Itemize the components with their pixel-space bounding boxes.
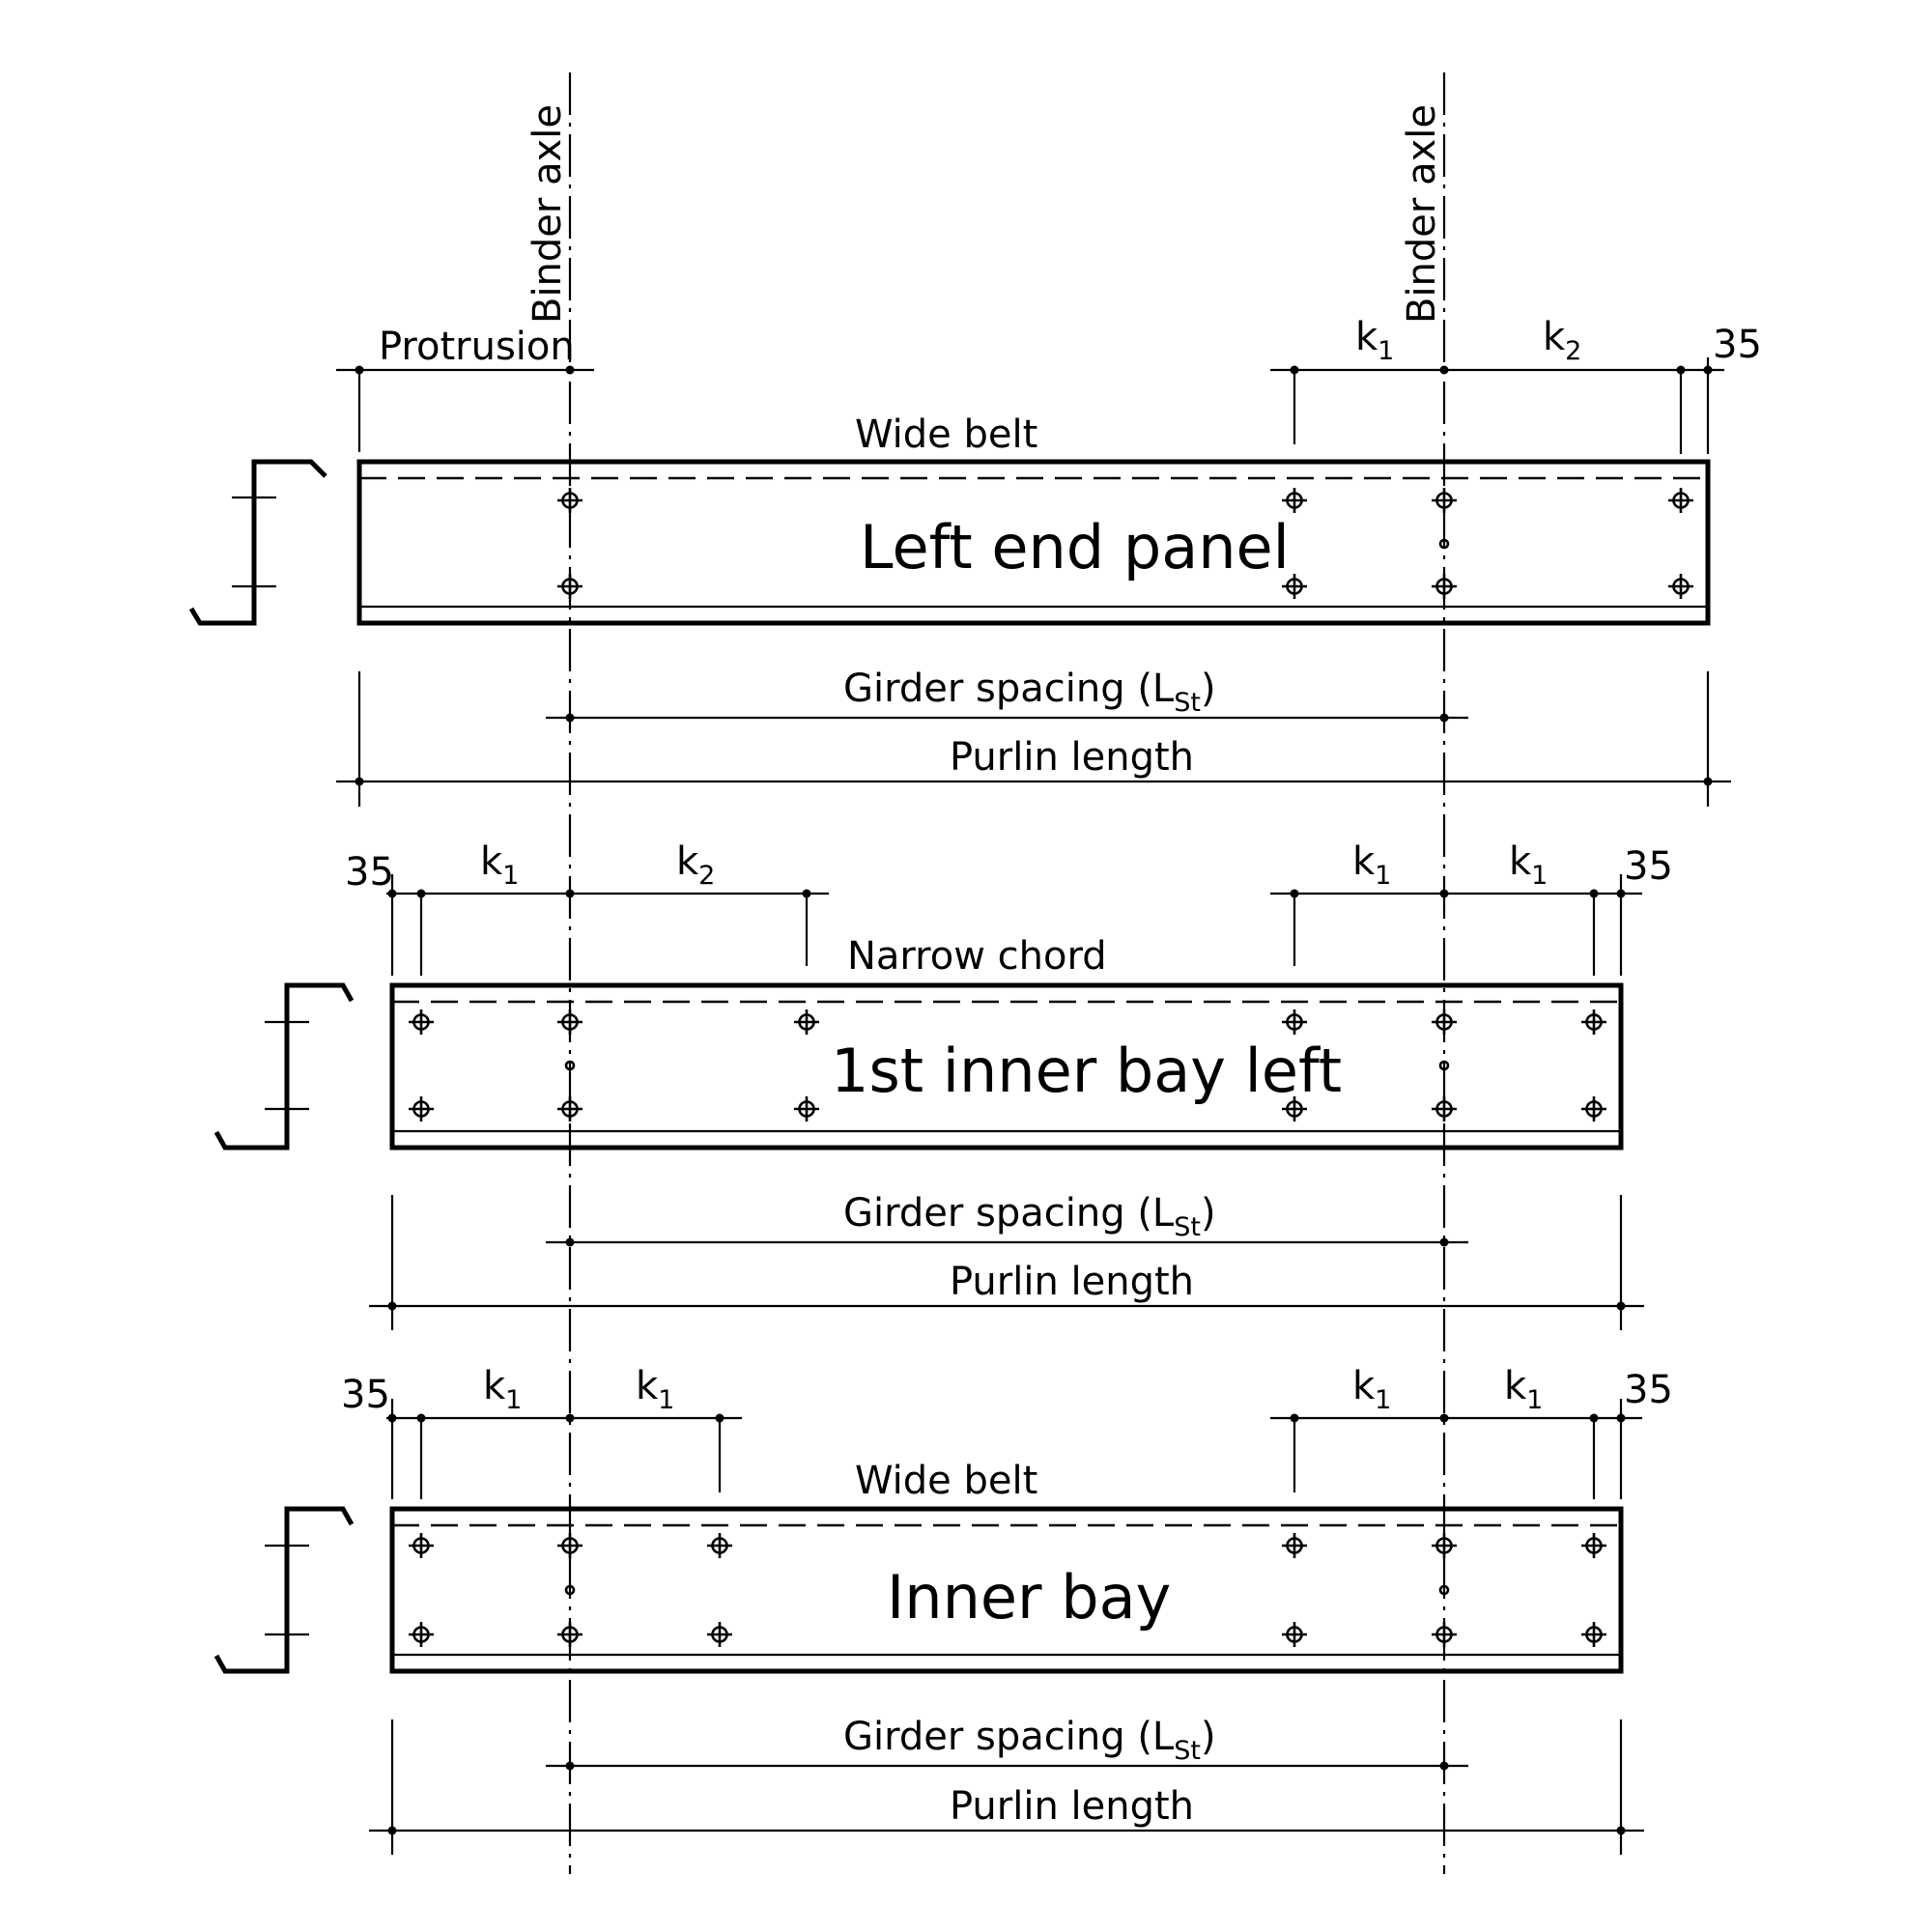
chord-label: Wide belt [855, 1459, 1037, 1503]
girder-spacing-label: Girder spacing (LSt) [843, 1191, 1216, 1242]
purlin-length-label: Purlin length [950, 1784, 1194, 1829]
purlin-length-label: Purlin length [950, 735, 1194, 780]
k2-label: k2 [676, 839, 715, 891]
panel-title: Inner bay [887, 1562, 1171, 1633]
chord-label: Wide belt [855, 412, 1037, 457]
panel-inner-bay: 35 k1 k1 k1 k1 35 Wide belt Inner bay [213, 1364, 1673, 1855]
binder-axle-label-right: Binder axle [1400, 104, 1444, 324]
panel-left-end: Protrusion k1 k2 35 Wide belt Left end p… [188, 315, 1762, 807]
edge-35-label-right: 35 [1624, 844, 1673, 889]
girder-spacing-label: Girder spacing (LSt) [843, 667, 1216, 718]
bolt-holes [407, 1531, 1608, 1649]
k1-label-right-a: k1 [1352, 839, 1391, 891]
k2-label: k2 [1543, 315, 1581, 366]
girder-spacing-label: Girder spacing (LSt) [843, 1715, 1216, 1766]
k1-label-right-b: k1 [1509, 839, 1548, 891]
k1-label-left-a: k1 [483, 1364, 522, 1415]
bolt-holes [407, 1008, 1608, 1123]
k1-label-right-b: k1 [1504, 1364, 1543, 1415]
k1-label-left-b: k1 [636, 1364, 674, 1415]
panel-title: 1st inner bay left [831, 1036, 1342, 1106]
k1-label: k1 [1355, 315, 1394, 366]
z-profile-section [188, 459, 327, 626]
panel-first-inner-bay: 35 k1 k2 k1 k1 35 Narrow chord 1st inner… [213, 839, 1673, 1330]
k1-label-right-a: k1 [1352, 1364, 1391, 1415]
bolt-holes [555, 486, 1695, 601]
edge-35-label: 35 [1713, 323, 1762, 367]
protrusion-label: Protrusion [379, 325, 575, 369]
k1-label-left: k1 [480, 839, 519, 891]
chord-label: Narrow chord [847, 934, 1107, 979]
purlin-body [356, 459, 1711, 626]
edge-35-label-left: 35 [341, 1373, 390, 1417]
purlin-body [389, 982, 1624, 1151]
z-profile-section [213, 982, 355, 1151]
edge-35-label-left: 35 [345, 850, 394, 895]
edge-35-label-right: 35 [1624, 1368, 1673, 1412]
purlin-length-label: Purlin length [950, 1260, 1194, 1304]
panel-title: Left end panel [860, 512, 1290, 582]
purlin-body [389, 1506, 1624, 1674]
binder-axle-label-left: Binder axle [526, 104, 570, 324]
z-profile-section [213, 1506, 355, 1674]
